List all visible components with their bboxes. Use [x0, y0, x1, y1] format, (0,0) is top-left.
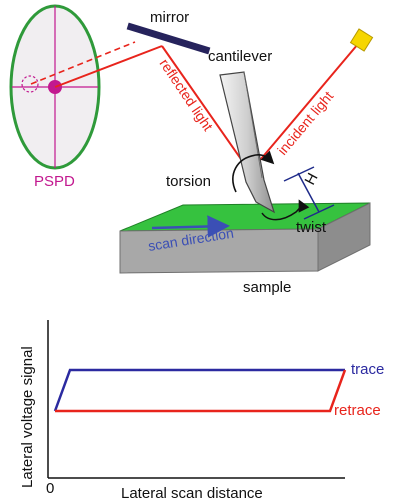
graph-y-axis-label: Lateral voltage signal [19, 346, 36, 488]
friction-loop-graph: Lateral voltage signal Lateral scan dist… [19, 320, 384, 502]
height-indicator [283, 166, 335, 220]
retrace-line [55, 369, 347, 413]
pspd-label: PSPD [34, 173, 75, 190]
cantilever-edge [243, 71, 263, 179]
reflected-light-label: reflected light [157, 56, 217, 134]
reflected-beam-dashed [30, 41, 136, 85]
cantilever-label: cantilever [208, 48, 272, 65]
mirror-label: mirror [150, 9, 189, 26]
light-source [349, 28, 374, 52]
twist-arrow [261, 199, 310, 221]
scan-direction-arrow [151, 215, 230, 238]
torsion-label: torsion [166, 173, 211, 190]
cantilever [219, 71, 276, 214]
pspd-reference-spot [21, 75, 39, 93]
reflected-beam-to-pspd [54, 45, 163, 88]
graph-x-axis-label: Lateral scan distance [121, 485, 263, 502]
mirror [126, 22, 211, 55]
twist-label: twist [296, 219, 327, 236]
sample-label: sample [243, 279, 291, 296]
torsion-arrow [232, 150, 275, 193]
sample-side-face [317, 202, 371, 272]
incident-light-label: incident light [274, 88, 336, 158]
trace-label: trace [351, 361, 384, 378]
graph-origin-label: 0 [46, 480, 54, 497]
retrace-label: retrace [334, 402, 381, 419]
trace-line [53, 368, 345, 412]
